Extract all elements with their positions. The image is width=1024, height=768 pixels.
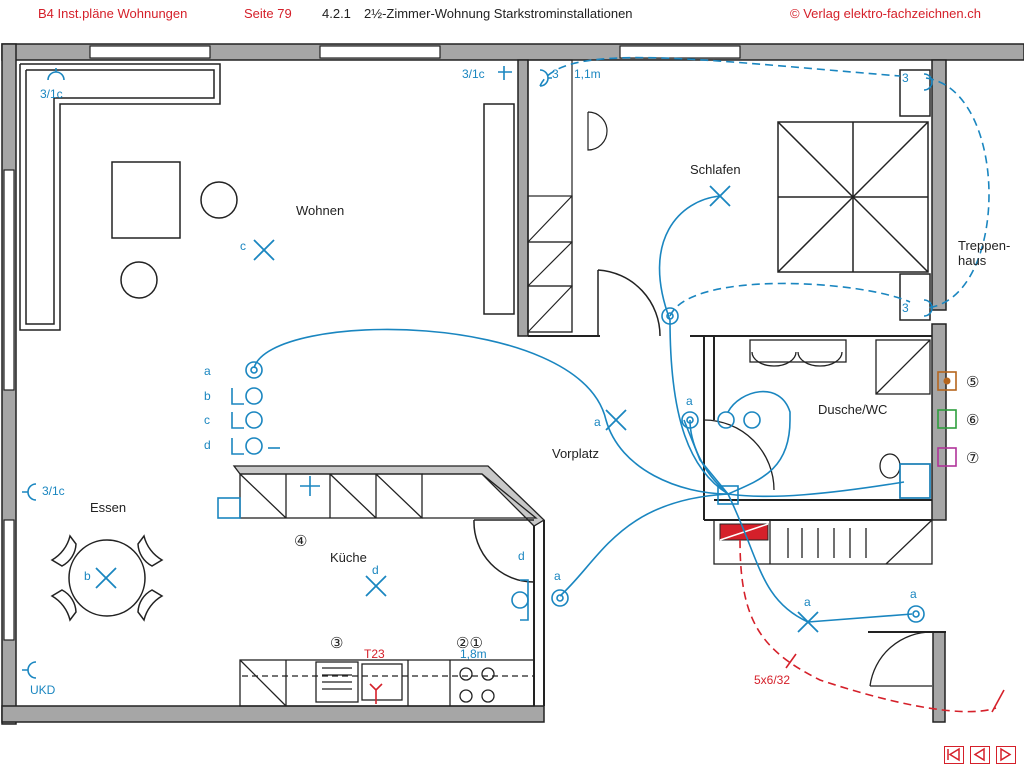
label-c-wohnen: c <box>240 239 246 253</box>
room-treppenhaus-2: haus <box>958 253 987 268</box>
marker-5: ⑤ <box>966 374 979 391</box>
label-feed-cable: 5x6/32 <box>754 673 790 687</box>
room-wohnen: Wohnen <box>296 203 344 218</box>
page-title: 2½-Zimmer-Wohnung Starkstrominstallation… <box>364 6 633 21</box>
walls <box>1 43 1024 725</box>
label-c-switch: c <box>204 413 210 427</box>
label-31c-entry: 3/1c <box>462 67 485 81</box>
room-schlafen: Schlafen <box>690 162 741 177</box>
label-a-switch: a <box>204 364 211 378</box>
storage <box>713 519 933 687</box>
next-page-button[interactable] <box>996 746 1016 764</box>
label-b-essen: b <box>84 569 91 583</box>
label-a-storage: a <box>804 595 811 609</box>
coffee-table <box>111 161 181 239</box>
sofa <box>19 63 221 331</box>
book-title: B4 Inst.pläne Wohnungen <box>38 6 188 21</box>
label-3-c: 3 <box>902 301 909 315</box>
label-t23: T23 <box>364 647 385 661</box>
next-page-icon <box>1000 747 1012 762</box>
label-d-door: d <box>518 549 525 563</box>
stool-2 <box>120 261 158 299</box>
label-a-vorplatz: a <box>594 415 601 429</box>
label-ukd: UKD <box>30 683 56 697</box>
kitchen-lower <box>239 659 535 707</box>
marker-7: ⑦ <box>966 450 979 467</box>
lamp-marks <box>95 185 819 633</box>
installation-wiring <box>253 56 990 623</box>
label-height-kitchen: 1,8m <box>460 647 487 661</box>
room-vorplatz: Vorplatz <box>552 446 599 461</box>
label-31c-essen: 3/1c <box>42 484 65 498</box>
room-essen: Essen <box>90 500 126 515</box>
label-d-kueche: d <box>372 563 379 577</box>
section-number: 4.2.1 <box>322 6 351 21</box>
room-dusche: Dusche/WC <box>818 402 887 417</box>
copyright: © Verlag elektro-fachzeichnen.ch <box>790 6 981 21</box>
door-schlafen <box>597 269 661 337</box>
first-page-icon <box>947 747 960 762</box>
room-treppenhaus-1: Treppen- <box>958 238 1010 253</box>
label-height-socket: 1,1m <box>574 67 601 81</box>
marker-6: ⑥ <box>966 412 979 429</box>
label-3-a: 3 <box>552 67 559 81</box>
feed-line <box>739 539 997 713</box>
kitchen-upper <box>232 465 546 527</box>
label-b-switch: b <box>204 389 211 403</box>
label-d-switch: d <box>204 438 211 452</box>
windows <box>3 45 741 641</box>
wardrobe <box>527 59 608 333</box>
previous-page-icon <box>973 747 985 762</box>
previous-page-button[interactable] <box>970 746 990 764</box>
marker-2-1: ②① <box>456 635 483 652</box>
marker-4: ④ <box>294 533 307 550</box>
door-kueche <box>473 519 535 583</box>
label-3-b: 3 <box>902 71 909 85</box>
switch-group <box>217 307 931 623</box>
bathroom <box>703 339 931 499</box>
marker-3: ③ <box>330 635 343 652</box>
sockets <box>22 66 933 679</box>
room-kueche: Küche <box>330 550 367 565</box>
label-31c-top: 3/1c <box>40 87 63 101</box>
label-a-storage2: a <box>910 587 917 601</box>
dining-table <box>50 534 164 622</box>
first-page-button[interactable] <box>944 746 964 764</box>
label-a-dusche: a <box>686 394 693 408</box>
stool-1 <box>200 181 238 219</box>
page-number: Seite 79 <box>244 6 292 21</box>
label-a-kueche: a <box>554 569 561 583</box>
bed <box>777 69 931 321</box>
sideboard <box>483 103 515 315</box>
